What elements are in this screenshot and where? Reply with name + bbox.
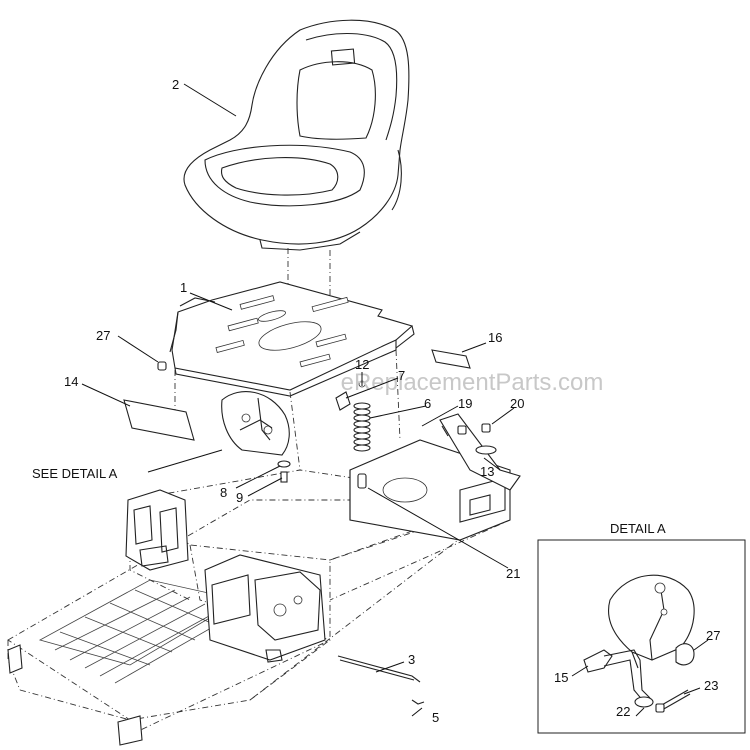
pin-21 [357, 473, 367, 489]
callout-7: 7 [398, 368, 405, 383]
callout-16: 16 [488, 330, 502, 345]
callout-5: 5 [432, 710, 439, 725]
callout-1: 1 [180, 280, 187, 295]
seat-plate [169, 281, 415, 397]
frame-assembly [7, 439, 512, 746]
callout-20: 20 [510, 396, 524, 411]
leader-lines [81, 83, 515, 717]
bolt-19 [457, 425, 467, 435]
callout-13: 13 [480, 464, 494, 479]
callout-14: 14 [64, 374, 78, 389]
callout-27-detail: 27 [706, 628, 720, 643]
callout-8: 8 [220, 485, 227, 500]
callout-15: 15 [554, 670, 568, 685]
callout-12: 12 [355, 357, 369, 372]
see-detail-a-label: SEE DETAIL A [32, 466, 118, 481]
detail-a-box [537, 539, 746, 734]
callout-3: 3 [408, 652, 415, 667]
seat [183, 19, 410, 251]
seat-switch-bracket [221, 391, 290, 456]
washer-8 [277, 460, 291, 483]
spring-6 [353, 402, 371, 452]
callout-22: 22 [616, 704, 630, 719]
detail-a-title: DETAIL A [610, 521, 666, 536]
watermark: eReplacementParts.com [341, 369, 604, 396]
callout-21: 21 [506, 566, 520, 581]
callout-6: 6 [424, 396, 431, 411]
callout-23: 23 [704, 678, 718, 693]
rod-3 [337, 655, 425, 705]
bolt-20 [475, 423, 497, 455]
callout-9: 9 [236, 490, 243, 505]
callout-27: 27 [96, 328, 110, 343]
callout-2: 2 [172, 77, 179, 92]
callout-19: 19 [458, 396, 472, 411]
nut-27 [157, 361, 167, 371]
decal-14 [123, 399, 195, 441]
decal-16 [431, 349, 471, 369]
